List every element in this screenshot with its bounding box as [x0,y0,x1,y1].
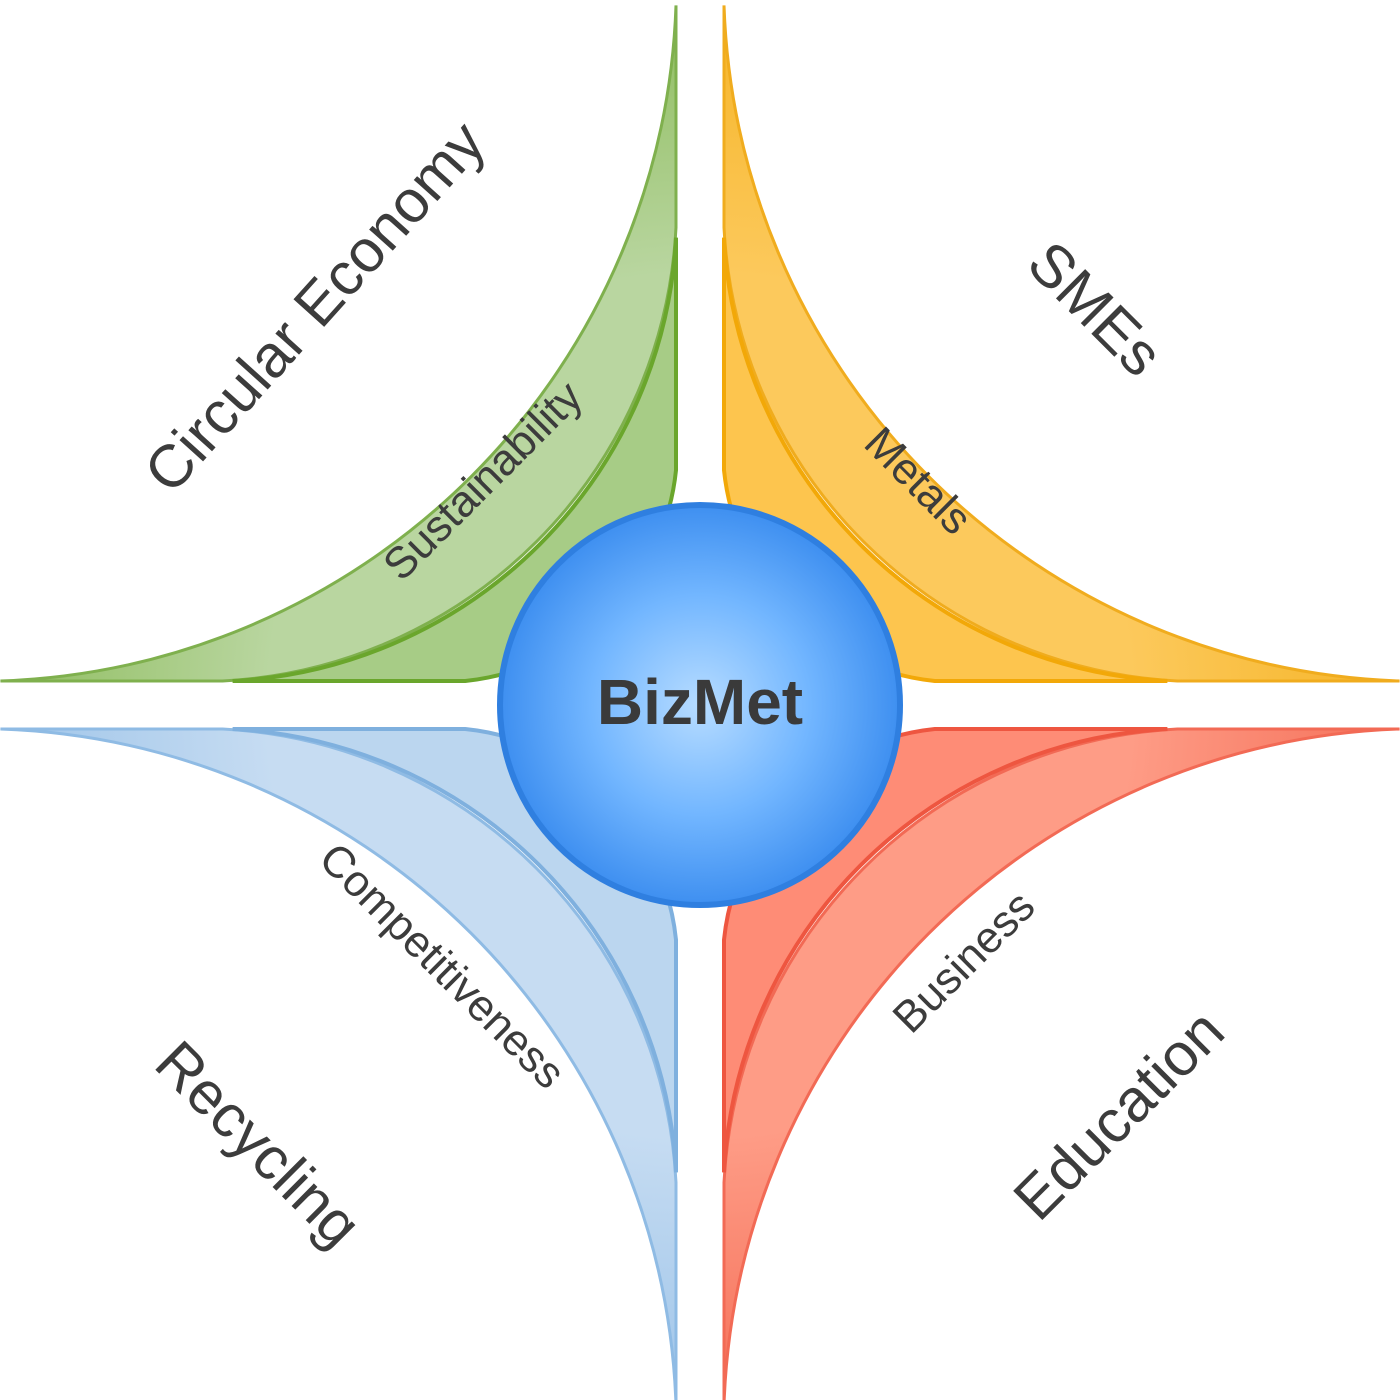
outer-segment-top-left [0,5,678,683]
outer-label-recycling: Recycling [143,1028,374,1259]
center-hub-circle [497,502,903,908]
outer-segment-top-right [722,5,1400,683]
outer-label-smes: SMEs [1015,228,1176,389]
outer-segment-bottom-right [722,727,1400,1400]
outer-segment-bottom-left [0,727,678,1400]
outer-label-circular-economy: Circular Economy [131,109,498,506]
outer-label-education: Education [1001,997,1237,1233]
center-hub-label: BizMet [597,666,803,738]
